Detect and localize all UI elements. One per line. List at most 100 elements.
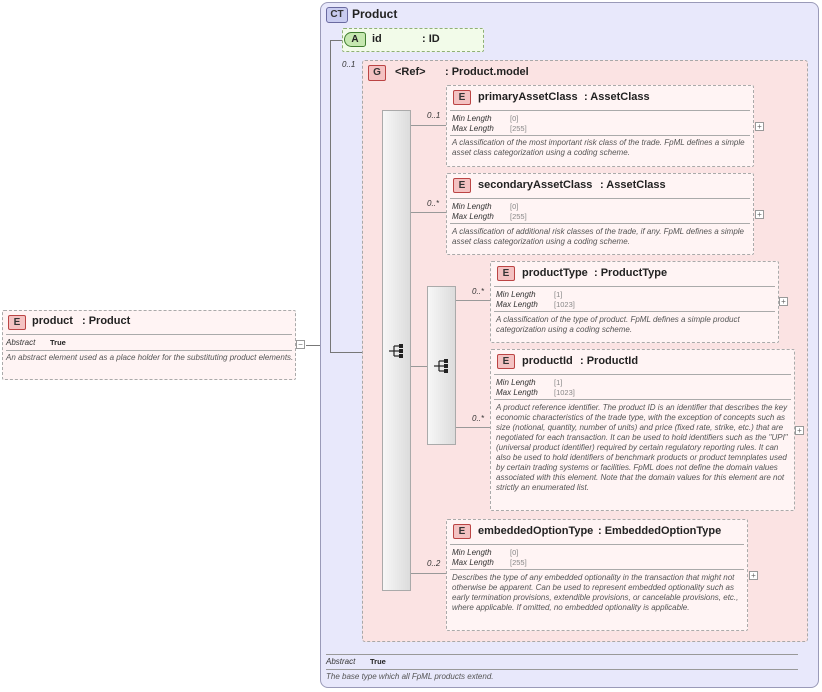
min-length-value: [1] bbox=[554, 378, 563, 387]
element-name: primaryAssetClass bbox=[478, 91, 578, 103]
attribute-name: id bbox=[372, 33, 382, 45]
max-length-label: Max Length bbox=[496, 300, 538, 309]
occurrence-label: 0..* bbox=[472, 287, 485, 296]
element-card-embeddedoptiontype[interactable] bbox=[446, 519, 748, 631]
expand-button[interactable]: + bbox=[755, 122, 764, 131]
separator bbox=[450, 569, 744, 570]
element-type: : AssetClass bbox=[584, 91, 650, 103]
element-name: secondaryAssetClass bbox=[478, 179, 593, 191]
ct-abstract-label: Abstract bbox=[326, 657, 356, 666]
element-name: embeddedOptionType bbox=[478, 525, 594, 537]
max-length-label: Max Length bbox=[452, 558, 494, 567]
group-occurrence: 0..1 bbox=[342, 60, 356, 69]
min-length-value: [0] bbox=[510, 202, 519, 211]
abstract-value: True bbox=[50, 338, 66, 347]
connector-line bbox=[306, 345, 330, 346]
expand-button[interactable]: + bbox=[749, 571, 758, 580]
complex-type-name: Product bbox=[352, 7, 398, 21]
max-length-value: [255] bbox=[510, 558, 527, 567]
connector-line bbox=[330, 40, 331, 352]
min-length-label: Min Length bbox=[452, 114, 492, 123]
element-type: : AssetClass bbox=[600, 179, 666, 191]
group-ref: <Ref> bbox=[395, 66, 426, 78]
separator bbox=[494, 374, 791, 375]
element-card-primaryassetclass[interactable] bbox=[446, 85, 754, 167]
min-length-value: [0] bbox=[510, 548, 519, 557]
max-length-value: [1023] bbox=[554, 300, 575, 309]
element-badge: E bbox=[497, 354, 515, 369]
connector-line bbox=[330, 352, 382, 353]
separator bbox=[450, 223, 750, 224]
max-length-value: [1023] bbox=[554, 388, 575, 397]
separator bbox=[450, 198, 750, 199]
element-card-secondaryassetclass[interactable] bbox=[446, 173, 754, 255]
connector-line bbox=[330, 40, 342, 41]
separator bbox=[450, 110, 750, 111]
connector-line bbox=[411, 212, 446, 213]
element-card-producttype[interactable] bbox=[490, 261, 779, 343]
min-length-label: Min Length bbox=[452, 548, 492, 557]
connector-line bbox=[411, 573, 446, 574]
element-type: : ProductType bbox=[594, 267, 668, 279]
separator bbox=[494, 311, 775, 312]
max-length-value: [255] bbox=[510, 212, 527, 221]
separator bbox=[6, 350, 292, 351]
element-description: A product reference identifier. The prod… bbox=[496, 403, 788, 492]
collapse-button[interactable]: − bbox=[296, 340, 305, 349]
max-length-label: Max Length bbox=[496, 388, 538, 397]
max-length-value: [255] bbox=[510, 124, 527, 133]
element-description: A classification of the type of product.… bbox=[496, 315, 740, 334]
element-badge: E bbox=[453, 90, 471, 105]
ct-description: The base type which all FpML products ex… bbox=[326, 672, 494, 681]
element-type: : ProductId bbox=[580, 355, 639, 367]
expand-button[interactable]: + bbox=[779, 297, 788, 306]
occurrence-label: 0..2 bbox=[427, 559, 441, 568]
element-name: productId bbox=[522, 355, 573, 367]
element-description: A classification of additional risk clas… bbox=[452, 227, 744, 246]
connector-line bbox=[411, 125, 446, 126]
min-length-label: Min Length bbox=[496, 290, 536, 299]
element-name: productType bbox=[522, 267, 588, 279]
expand-button[interactable]: + bbox=[755, 210, 764, 219]
element-type: : EmbeddedOptionType bbox=[598, 525, 722, 537]
product-element-description: An abstract element used as a place hold… bbox=[6, 353, 294, 362]
abstract-label: Abstract bbox=[6, 338, 36, 347]
connector-line bbox=[411, 366, 427, 367]
separator bbox=[494, 399, 791, 400]
separator bbox=[6, 334, 292, 335]
occurrence-label: 0..1 bbox=[427, 111, 441, 120]
product-element-name: product bbox=[32, 315, 73, 327]
sequence-icon bbox=[434, 359, 448, 373]
product-element-card[interactable] bbox=[2, 310, 296, 380]
group-badge: G bbox=[368, 65, 386, 81]
min-length-label: Min Length bbox=[496, 378, 536, 387]
group-type: : Product.model bbox=[445, 66, 529, 78]
attribute-type: : ID bbox=[422, 33, 440, 45]
separator bbox=[326, 654, 798, 655]
product-element-type: : Product bbox=[82, 315, 131, 327]
max-length-label: Max Length bbox=[452, 212, 494, 221]
separator bbox=[450, 544, 744, 545]
separator bbox=[494, 286, 775, 287]
sequence-icon bbox=[389, 344, 403, 358]
expand-button[interactable]: + bbox=[795, 426, 804, 435]
complex-type-badge: CT bbox=[326, 7, 348, 23]
attribute-badge: A bbox=[344, 32, 366, 47]
connector-line bbox=[456, 427, 490, 428]
min-length-value: [1] bbox=[554, 290, 563, 299]
min-length-value: [0] bbox=[510, 114, 519, 123]
element-badge: E bbox=[453, 524, 471, 539]
connector-line bbox=[456, 300, 490, 301]
element-description: Describes the type of any embedded optio… bbox=[452, 573, 739, 612]
element-card-productid[interactable] bbox=[490, 349, 795, 511]
element-badge: E bbox=[453, 178, 471, 193]
element-description: A classification of the most important r… bbox=[452, 138, 745, 157]
element-badge: E bbox=[497, 266, 515, 281]
separator bbox=[450, 135, 750, 136]
occurrence-label: 0..* bbox=[427, 199, 440, 208]
separator bbox=[326, 669, 798, 670]
occurrence-label: 0..* bbox=[472, 414, 485, 423]
max-length-label: Max Length bbox=[452, 124, 494, 133]
min-length-label: Min Length bbox=[452, 202, 492, 211]
ct-abstract-value: True bbox=[370, 657, 386, 666]
